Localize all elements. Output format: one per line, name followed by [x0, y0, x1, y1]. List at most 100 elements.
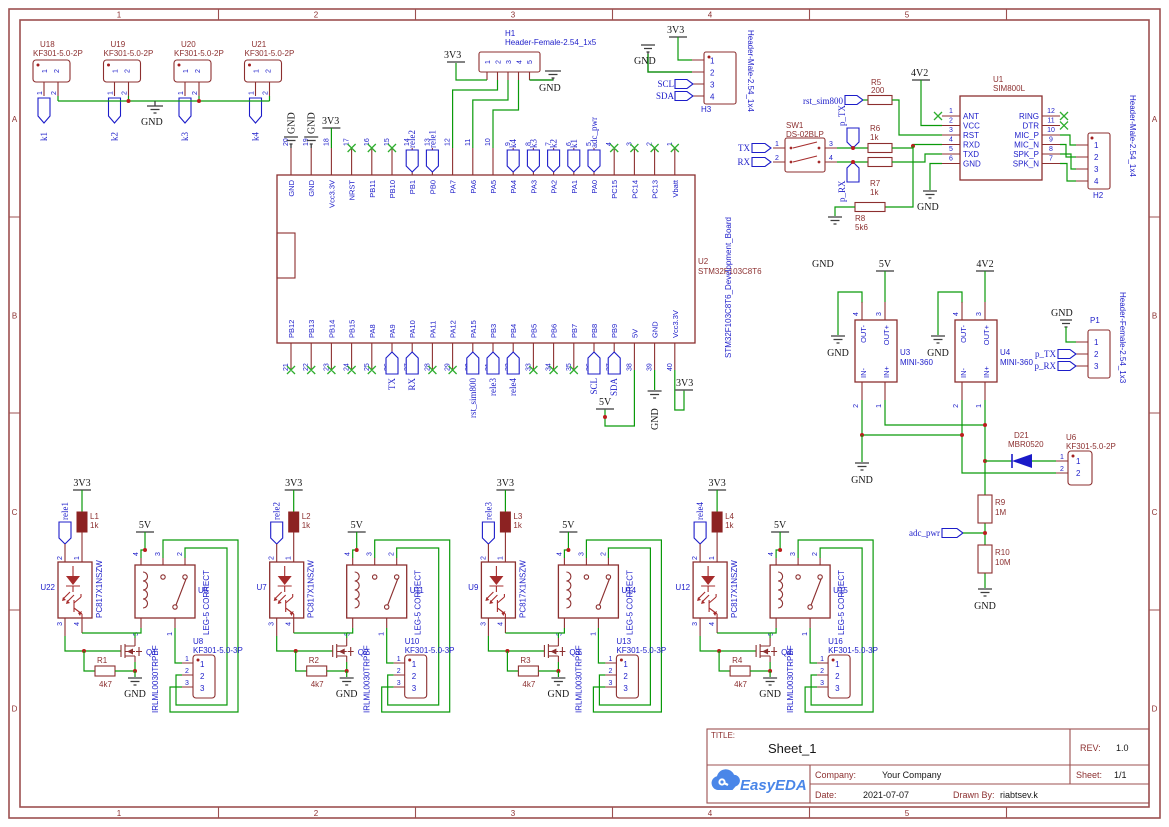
mcu-pin-top[interactable]: 3 PC14: [626, 142, 639, 199]
relay-block[interactable]: 3V3 L1 1k rele1 2 1 3 4: [40, 478, 243, 713]
mcu-pin-top[interactable]: 18 Vcc3.3V: [323, 138, 336, 208]
wire[interactable]: [892, 99, 942, 136]
resistor-body[interactable]: [854, 201, 886, 213]
resistor-r5[interactable]: R5 200: [867, 78, 893, 106]
h1-body[interactable]: [478, 51, 541, 73]
net-flag-adc-pwr[interactable]: adc_pwr: [587, 117, 601, 173]
power-4v2[interactable]: 4V2: [911, 68, 942, 127]
resistor-body[interactable]: [977, 544, 993, 574]
wire[interactable]: [809, 628, 818, 664]
mcu-pin-bottom[interactable]: 24 PB15: [344, 320, 357, 371]
wire[interactable]: [1065, 327, 1076, 343]
mosfet[interactable]: Q1 IRLML0030TRPBF: [64, 618, 160, 713]
wire[interactable]: [718, 651, 731, 672]
net-flag-rx[interactable]: RX: [405, 351, 419, 391]
mcu-pin-bottom[interactable]: 39 GND: [647, 321, 660, 371]
mosfet[interactable]: Q4 IRLML0030TRPBF: [699, 618, 795, 713]
sim-pin-left[interactable]: 4 RXD: [942, 137, 980, 150]
optocoupler[interactable]: 2 1 3 4 U9 PC817X1NSZW: [468, 532, 527, 626]
mcu-pin-bottom[interactable]: 22 PB13: [303, 320, 316, 371]
kf-connector[interactable]: U21 KF301-5.0-2P 1 2 1 2 k4: [243, 40, 295, 141]
resistor-body[interactable]: [94, 665, 116, 677]
mcu-pin-bottom[interactable]: 40 Vcc3.3V: [667, 310, 680, 371]
resistor-body[interactable]: [867, 94, 893, 106]
wire-h1-pa7[interactable]: [452, 80, 499, 148]
power-5v[interactable]: 5V: [347, 520, 366, 558]
net-flag-k[interactable]: k3: [178, 97, 192, 141]
mcu-pin-top[interactable]: 12 PA7: [445, 138, 458, 194]
gnd-symbol[interactable]: GND: [974, 588, 996, 612]
dcdc-body[interactable]: [954, 319, 998, 383]
wire[interactable]: [295, 651, 307, 672]
net-flag-k3[interactable]: k3: [526, 139, 540, 173]
h2-body[interactable]: [1087, 132, 1111, 190]
power-3v3[interactable]: 3V3: [284, 478, 303, 512]
sim-pin-right[interactable]: 8 SPK_P: [1013, 146, 1060, 159]
mcu-pin-top[interactable]: 10 PA5: [485, 138, 498, 194]
header-h1[interactable]: H1 Header-Female-2.54_1x5 1 2 3 4 5 3V3 …: [444, 29, 597, 148]
net-flag-rst-sim800[interactable]: rst_sim800: [466, 351, 480, 418]
wire[interactable]: [174, 628, 182, 664]
power-3v3[interactable]: 3V3: [708, 478, 727, 512]
connector-body[interactable]: [243, 59, 283, 83]
resistor-body[interactable]: [867, 142, 893, 154]
resistor-body[interactable]: [76, 511, 88, 533]
wire[interactable]: [374, 539, 451, 713]
net-flag-p-rx[interactable]: p_RX: [1034, 360, 1077, 372]
resistor-body[interactable]: [867, 156, 893, 168]
wire[interactable]: [1060, 134, 1076, 182]
relay[interactable]: 4 3 2 5 1 U14 LEG-5 CORRECT: [556, 552, 636, 636]
mcu-pin-top[interactable]: 19 GND: [303, 138, 316, 197]
relay[interactable]: 4 3 2 5 1 U5 LEG-5 CORRECT: [133, 552, 211, 636]
relay-body[interactable]: [346, 564, 408, 619]
sim-pin-right[interactable]: 10 MIC_P: [1015, 127, 1060, 140]
connector-body[interactable]: [192, 654, 216, 699]
power-3v3[interactable]: 3V3: [73, 478, 91, 512]
wire-drain[interactable]: [717, 628, 777, 638]
sim-pin-right[interactable]: 7 SPK_N: [1013, 156, 1060, 169]
net-flag-rele[interactable]: rele1: [58, 502, 72, 545]
connector-body[interactable]: [615, 654, 639, 699]
wire[interactable]: [387, 547, 440, 706]
connector-body[interactable]: [1067, 450, 1093, 486]
power-3v3[interactable]: 3V3: [322, 116, 341, 148]
net-flag-rele2[interactable]: rele2: [405, 130, 419, 173]
dcdc-module[interactable]: 4V2 GND 4 3 2 1 OUT- OUT+ IN- IN+ U4 MIN…: [927, 259, 1033, 408]
gnd-symbol[interactable]: GND: [548, 671, 570, 700]
mcu-pin-top[interactable]: 2 PC13: [647, 142, 660, 199]
sim-pin-left[interactable]: 1 ANT: [942, 108, 979, 121]
net-flag-rele[interactable]: rele4: [693, 502, 707, 545]
wire[interactable]: [884, 400, 985, 426]
mcu-body[interactable]: [276, 174, 696, 344]
gnd-symbol[interactable]: GND: [917, 162, 942, 214]
switch-sw1[interactable]: SW1 DS-02BLP 1 2 3 4: [773, 121, 837, 173]
mcu-pin-bottom[interactable]: 21 PB12: [283, 320, 296, 371]
wire[interactable]: [797, 539, 874, 713]
power-5v[interactable]: 5V: [596, 370, 635, 427]
mcu-u2[interactable]: U2 STM32F103C8T6 STM32F103C8T6_Developme…: [276, 112, 762, 430]
net-flag-p-tx[interactable]: p_TX: [1035, 348, 1077, 360]
diode-body[interactable]: [1012, 454, 1032, 468]
sim-pin-left[interactable]: 3 RST: [942, 127, 979, 140]
gnd-symbol[interactable]: GND: [827, 291, 863, 359]
net-flag-k[interactable]: k2: [107, 97, 122, 141]
relay-block[interactable]: 3V3 L2 1k rele2 2 1 3 4: [256, 478, 454, 713]
resistor-body[interactable]: [977, 494, 993, 524]
gnd-symbol[interactable]: GND: [529, 70, 562, 94]
wire-gate[interactable]: [64, 636, 121, 652]
net-flag-tx[interactable]: TX: [738, 142, 772, 154]
net-flag-scl[interactable]: SCL: [657, 78, 694, 90]
opto-body[interactable]: [57, 561, 93, 619]
net-flag-k[interactable]: k4: [248, 97, 263, 141]
wire-gate[interactable]: [699, 636, 757, 652]
resistor-body[interactable]: [499, 511, 511, 533]
power-3v3[interactable]: 3V3: [444, 50, 465, 63]
resistor-l[interactable]: L2 1k: [288, 511, 311, 533]
sim800-u1[interactable]: U1 SIM800L 1 ANT 2 VCC 3 RST 4 RXD: [933, 75, 1069, 181]
gnd-symbol[interactable]: GND: [759, 671, 781, 700]
resistor-body[interactable]: [517, 665, 539, 677]
relay-body[interactable]: [769, 564, 831, 619]
output-connector[interactable]: U16 KF301-5.0-3P 1 2 3 1 2 3: [797, 539, 878, 713]
resistor-r7[interactable]: R7 1k: [867, 156, 893, 198]
net-flag-sda[interactable]: SDA: [607, 351, 621, 396]
